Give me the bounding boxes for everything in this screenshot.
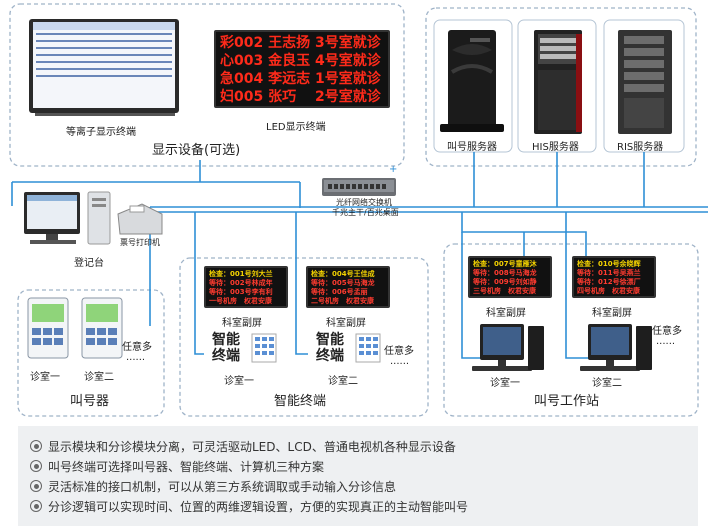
plasma-label: 等离子显示终端 xyxy=(66,127,136,138)
ws-caption: 叫号工作站 xyxy=(534,394,600,409)
workstation-pc-2 xyxy=(580,324,652,371)
smart-panel-1: 检查：001号刘大兰 等待：002号林成年 等待：003号李有利 一号机房 权君… xyxy=(204,266,288,308)
smart-panel-2: 检查：004号王佳成 等待：005号马海龙 等待：006号孟丽 二号机房 权君安… xyxy=(306,266,390,308)
feature-item: 分诊逻辑可以实现时间、位置的两维逻辑设置，方便的实现真正的主动智能叫号 xyxy=(30,498,468,515)
caller-caption: 叫号器 xyxy=(70,394,110,409)
smart-terminal-screen-2 xyxy=(355,333,381,363)
feature-list: 显示模块和分诊模块分离，可灵活驱动LED、LCD、普通电视机各种显示设备 叫号终… xyxy=(18,426,698,526)
led-row: 急004 李远志 1号室就诊 xyxy=(220,71,381,87)
network-switch-icon xyxy=(322,178,396,196)
workstation-pc-1 xyxy=(472,324,544,371)
led-row: 心003 金良玉 4号室就诊 xyxy=(220,53,381,69)
feature-text: 灵活标准的接口机制，可以从第三方系统调取或手动输入分诊信息 xyxy=(48,480,397,494)
feature-text: 叫号终端可选择叫号器、智能终端、计算机三种方案 xyxy=(48,460,325,474)
panel-row: 二号机房 权君安康 xyxy=(311,297,374,305)
svg-text:+: + xyxy=(389,164,397,175)
caller-more: 任意多 xyxy=(122,342,152,353)
ticket-printer-icon xyxy=(117,203,163,235)
panel-row: 三号机房 权君安康 xyxy=(473,287,536,295)
panel-row: 等待：006号孟丽 xyxy=(311,288,368,296)
caller-room1: 诊室一 xyxy=(30,372,60,383)
registration-caption: 登记台 xyxy=(74,258,104,269)
panel-row: 等待：005号马海龙 xyxy=(311,279,375,287)
smart-panel-label-1: 科室副屏 xyxy=(222,318,262,329)
ws-drop-3 xyxy=(565,212,590,359)
smart-more: 任意多 xyxy=(384,346,414,357)
smart-drops xyxy=(194,212,308,355)
panel-row: 四号机房 权君安康 xyxy=(577,287,640,295)
caller-room2: 诊室二 xyxy=(84,372,114,383)
workstation-group-box xyxy=(443,243,699,417)
ws-room2: 诊室二 xyxy=(592,378,622,389)
bullet-icon xyxy=(30,480,42,492)
display-group-caption: 显示设备(可选) xyxy=(152,143,241,158)
server-drops xyxy=(473,152,645,207)
led-display: 彩002 王志扬 3号室就诊 心003 金良玉 4号室就诊 急004 李远志 1… xyxy=(214,30,390,108)
panel-row: 等待：003号李有利 xyxy=(209,288,273,296)
smart-terminal-text-1: 智能终端 xyxy=(212,332,240,364)
ws-panel-label-1: 科室副屏 xyxy=(486,308,526,319)
caller-device-1 xyxy=(27,297,69,359)
panel-row: 一号机房 权君安康 xyxy=(209,297,272,305)
ws-drop-2 xyxy=(461,232,484,359)
panel-row: 检查：004号王佳成 xyxy=(311,270,375,278)
smart-terminal-text-2: 智能终端 xyxy=(316,332,344,364)
feature-item: 叫号终端可选择叫号器、智能终端、计算机三种方案 xyxy=(30,458,324,475)
panel-row: 检查：001号刘大兰 xyxy=(209,270,273,278)
ws-panel-2: 检查：010号余晓辉 等待：011号吴燕兰 等待：012号徐漂厂 四号机房 权君… xyxy=(572,256,656,298)
smart-group-box xyxy=(179,257,429,417)
feature-item: 显示模块和分诊模块分离，可灵活驱动LED、LCD、普通电视机各种显示设备 xyxy=(30,438,456,455)
ws-room1: 诊室一 xyxy=(490,378,520,389)
ws-dots: ...... xyxy=(656,336,676,347)
smart-room2: 诊室二 xyxy=(328,376,358,387)
panel-row: 检查：007号童雁沐 xyxy=(473,260,537,268)
panel-row: 等待：002号林成年 xyxy=(209,279,273,287)
panel-row: 等待：008号马海龙 xyxy=(473,269,537,277)
smart-terminal-screen-1 xyxy=(251,333,277,363)
caller-device-2 xyxy=(81,297,123,359)
ws-panel-label-2: 科室副屏 xyxy=(592,308,632,319)
ris-server-icon xyxy=(618,30,672,134)
ris-server-label: RIS服务器 xyxy=(617,142,664,153)
smart-panel-label-2: 科室副屏 xyxy=(326,318,366,329)
feature-item: 灵活标准的接口机制，可以从第三方系统调取或手动输入分诊信息 xyxy=(30,478,396,495)
his-server-label: HIS服务器 xyxy=(532,142,579,153)
bullet-icon xyxy=(30,440,42,452)
switch-label-2: 千兆主干/百兆桌面 xyxy=(332,208,399,217)
caller-dots: ...... xyxy=(126,352,146,363)
panel-row: 等待：009号刘如静 xyxy=(473,278,537,286)
feature-text: 分诊逻辑可以实现时间、位置的两维逻辑设置，方便的实现真正的主动智能叫号 xyxy=(48,500,469,514)
call-server-label: 叫号服务器 xyxy=(447,142,497,153)
his-server-icon xyxy=(534,30,582,134)
panel-row: 等待：012号徐漂厂 xyxy=(577,278,641,286)
switch-label-1: 光纤网络交换机 xyxy=(336,198,392,207)
call-server-icon xyxy=(440,30,504,132)
caller-group-box xyxy=(17,289,165,417)
led-label: LED显示终端 xyxy=(266,122,326,133)
printer-label: 票号打印机 xyxy=(120,238,160,247)
call-server-box xyxy=(433,19,513,153)
smart-room1: 诊室一 xyxy=(224,376,254,387)
plasma-monitor xyxy=(29,19,179,116)
led-row: 妇005 张巧 2号室就诊 xyxy=(220,89,381,105)
smart-dots: ...... xyxy=(390,356,410,367)
ws-more: 任意多 xyxy=(652,326,682,337)
feature-text: 显示模块和分诊模块分离，可灵活驱动LED、LCD、普通电视机各种显示设备 xyxy=(48,440,456,454)
panel-row: 检查：010号余晓辉 xyxy=(577,260,641,268)
bullet-icon xyxy=(30,460,42,472)
ws-panel-1: 检查：007号童雁沐 等待：008号马海龙 等待：009号刘如静 三号机房 权君… xyxy=(468,256,552,298)
registration-pc-icon xyxy=(24,191,111,245)
panel-row: 等待：011号吴燕兰 xyxy=(577,269,641,277)
bullet-icon xyxy=(30,500,42,512)
trunk-line xyxy=(11,181,301,208)
smart-caption: 智能终端 xyxy=(274,394,327,409)
led-row: 彩002 王志扬 3号室就诊 xyxy=(220,35,381,51)
